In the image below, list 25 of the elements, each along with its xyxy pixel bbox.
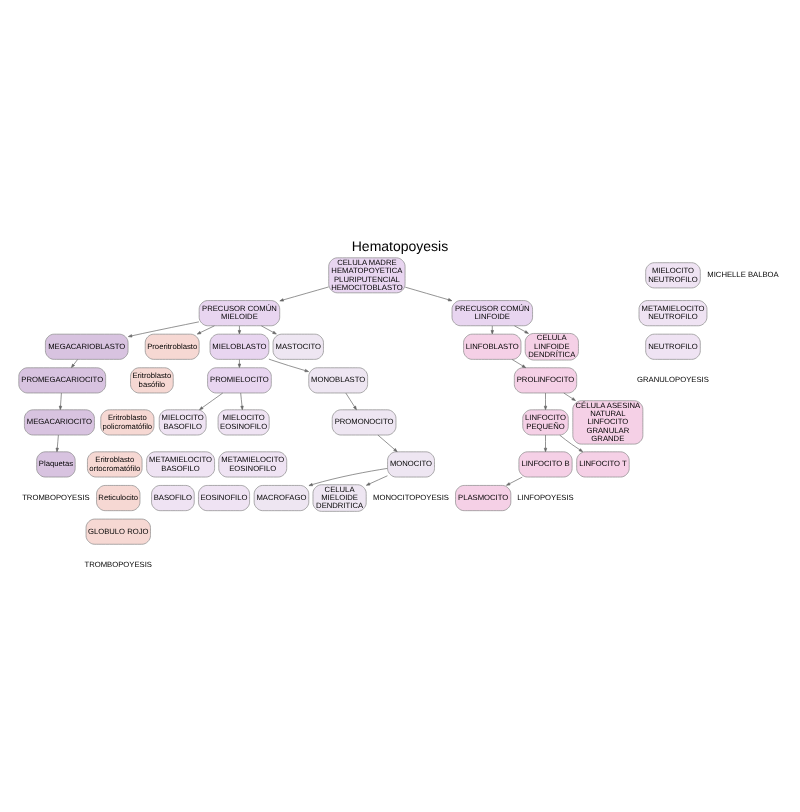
arrow — [128, 320, 200, 337]
arrow — [196, 324, 215, 334]
arrow — [237, 358, 241, 367]
arrow — [559, 433, 584, 451]
arrow — [199, 391, 224, 410]
arrow — [490, 324, 494, 334]
arrow — [506, 475, 523, 485]
arrow — [279, 285, 329, 301]
arrow — [404, 285, 453, 301]
arrow — [345, 391, 357, 410]
arrow — [237, 324, 241, 334]
arrow — [240, 391, 244, 410]
arrow — [514, 324, 529, 333]
arrow — [543, 433, 548, 452]
arrow — [261, 324, 277, 334]
arrow — [563, 391, 576, 400]
arrow — [308, 467, 388, 486]
arrow — [58, 391, 63, 410]
arrow — [543, 391, 548, 410]
arrow — [268, 357, 309, 372]
arrow — [377, 433, 398, 452]
arrow — [511, 358, 526, 368]
arrow — [71, 358, 78, 367]
arrow — [366, 474, 388, 485]
arrow — [55, 433, 59, 452]
